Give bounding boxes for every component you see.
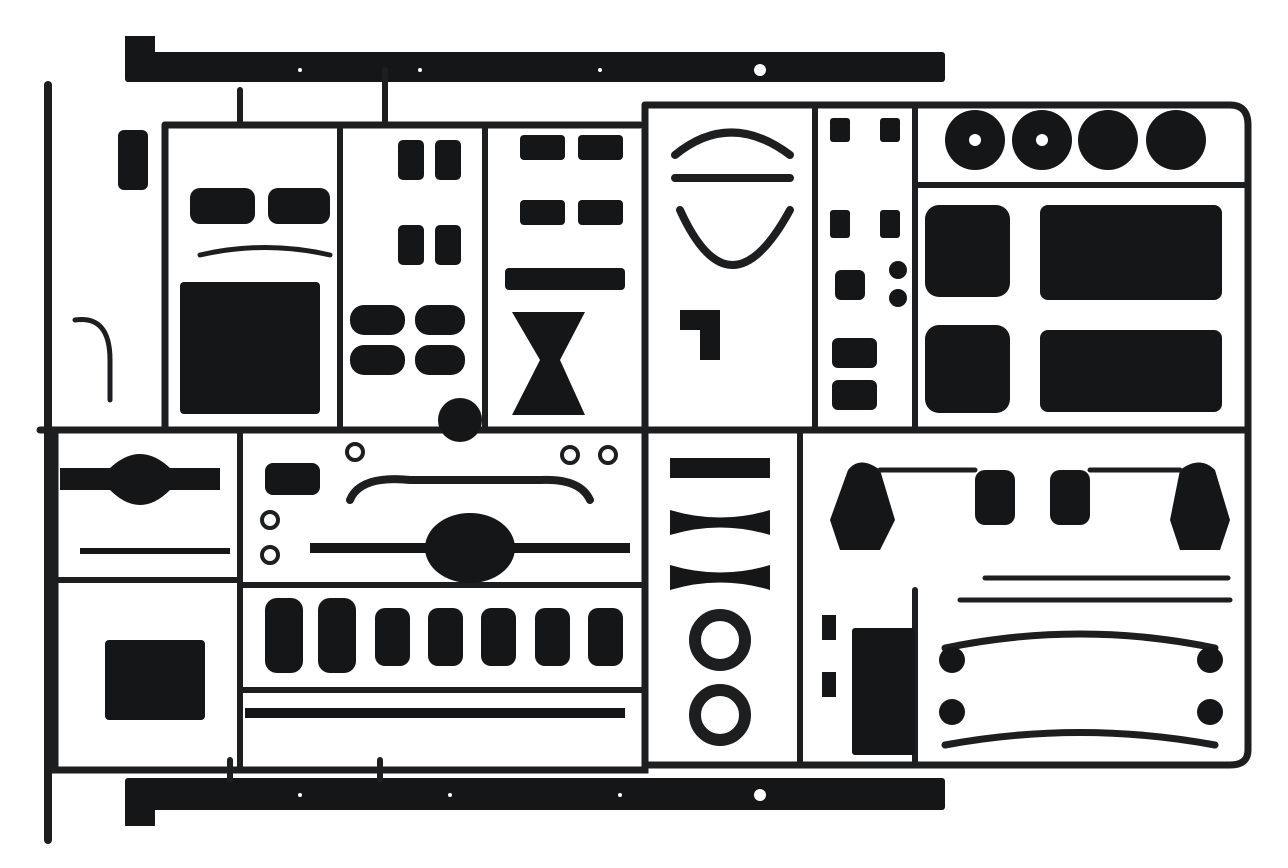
air-cylinders [265,598,623,673]
suspension [830,462,1233,749]
parts-top-center [505,128,794,415]
tanks [925,205,1222,413]
runner-frame [36,67,1252,844]
parts-bottom-left [60,442,618,720]
axle [245,475,630,718]
wheels [945,110,1206,170]
parts-bottom-center [670,458,915,755]
parts-top-right-small [830,118,907,410]
parts-top-left [72,130,333,414]
parts-top-middle [350,140,482,442]
frame-rail-top [125,36,945,82]
frame-rail-bottom [125,778,945,826]
